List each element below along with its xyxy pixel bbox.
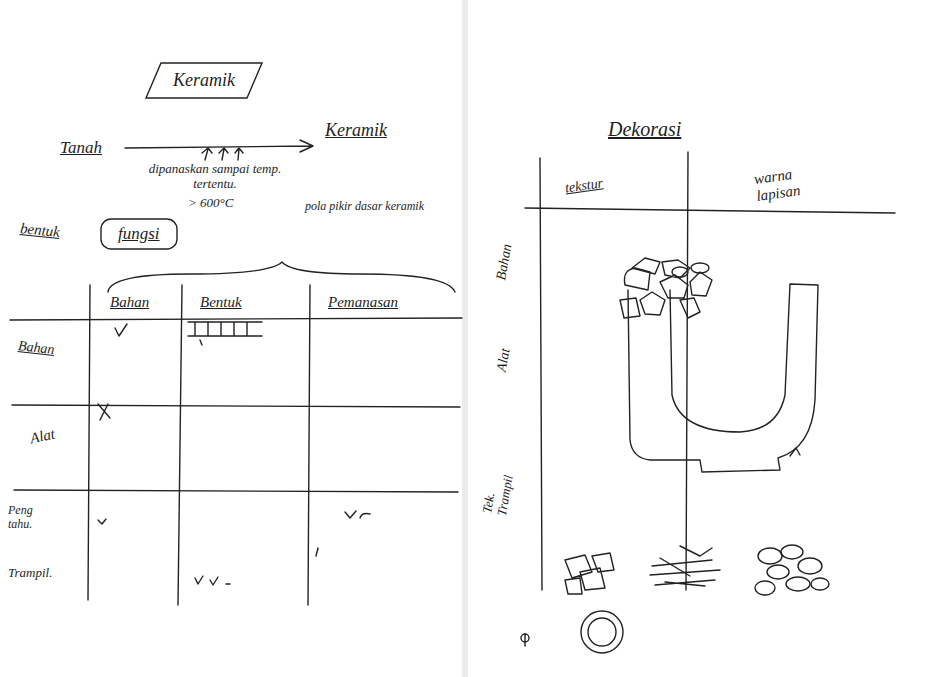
outline-shape	[146, 63, 262, 98]
node-text: Keramik	[173, 70, 235, 91]
side-note: pola pikir dasar keramik	[305, 200, 425, 214]
row-header: Bahan	[17, 338, 55, 358]
column-header: Bentuk	[200, 294, 242, 311]
row-header: Trampil.	[8, 566, 52, 581]
row-header: Bahan	[493, 243, 515, 282]
temperature-note: > 600°C	[188, 196, 233, 211]
column-header: Pemanasan	[328, 294, 398, 311]
term: Tanah	[60, 138, 102, 158]
column-header: warna lapisan	[753, 161, 832, 206]
row-header: Peng tahu.	[8, 504, 58, 532]
title-parallelogram: Keramik	[145, 62, 263, 99]
row-header: Alat	[494, 347, 514, 373]
page-heading: Dekorasi	[608, 118, 681, 141]
column-header: Bahan	[110, 294, 149, 311]
row-header: Alat	[28, 426, 56, 448]
outline-shape	[101, 219, 177, 249]
rounded-box: fungsi	[100, 218, 178, 250]
row-header: Tek. Trampil	[480, 453, 520, 517]
process-note: dipanaskan sampai temp. tertentu.	[135, 162, 295, 192]
term: Keramik	[325, 120, 387, 141]
column-header: tekstur	[564, 175, 604, 196]
node-text: fungsi	[118, 224, 160, 244]
term: bentuk	[19, 220, 61, 241]
